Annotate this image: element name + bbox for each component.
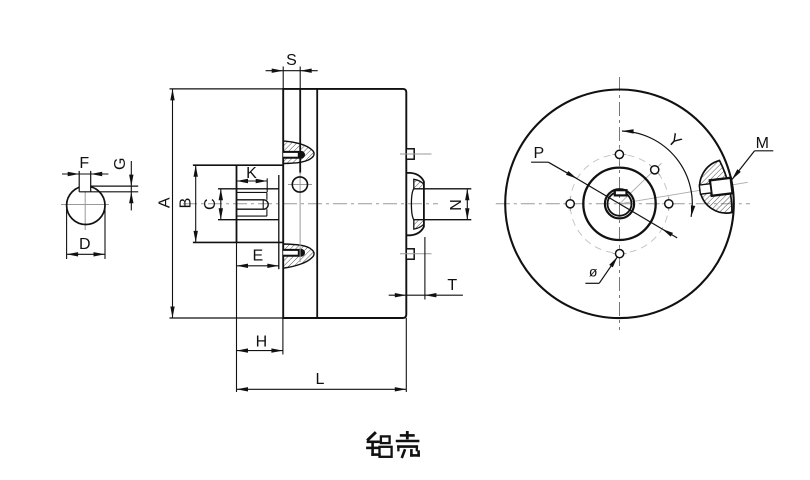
svg-text:B: B bbox=[178, 198, 195, 209]
svg-text:F: F bbox=[79, 155, 89, 172]
svg-text:E: E bbox=[252, 248, 263, 265]
svg-text:L: L bbox=[316, 371, 325, 388]
svg-text:P: P bbox=[533, 145, 544, 162]
svg-text:A: A bbox=[157, 197, 174, 208]
svg-text:M: M bbox=[756, 135, 769, 152]
svg-text:K: K bbox=[246, 165, 257, 182]
svg-text:S: S bbox=[286, 52, 297, 69]
svg-text:H: H bbox=[256, 334, 268, 351]
svg-text:C: C bbox=[202, 198, 219, 210]
svg-text:ø: ø bbox=[589, 263, 598, 279]
svg-text:G: G bbox=[112, 158, 129, 170]
svg-text:T: T bbox=[447, 277, 457, 294]
svg-text:D: D bbox=[79, 236, 91, 253]
svg-text:N: N bbox=[448, 199, 465, 211]
